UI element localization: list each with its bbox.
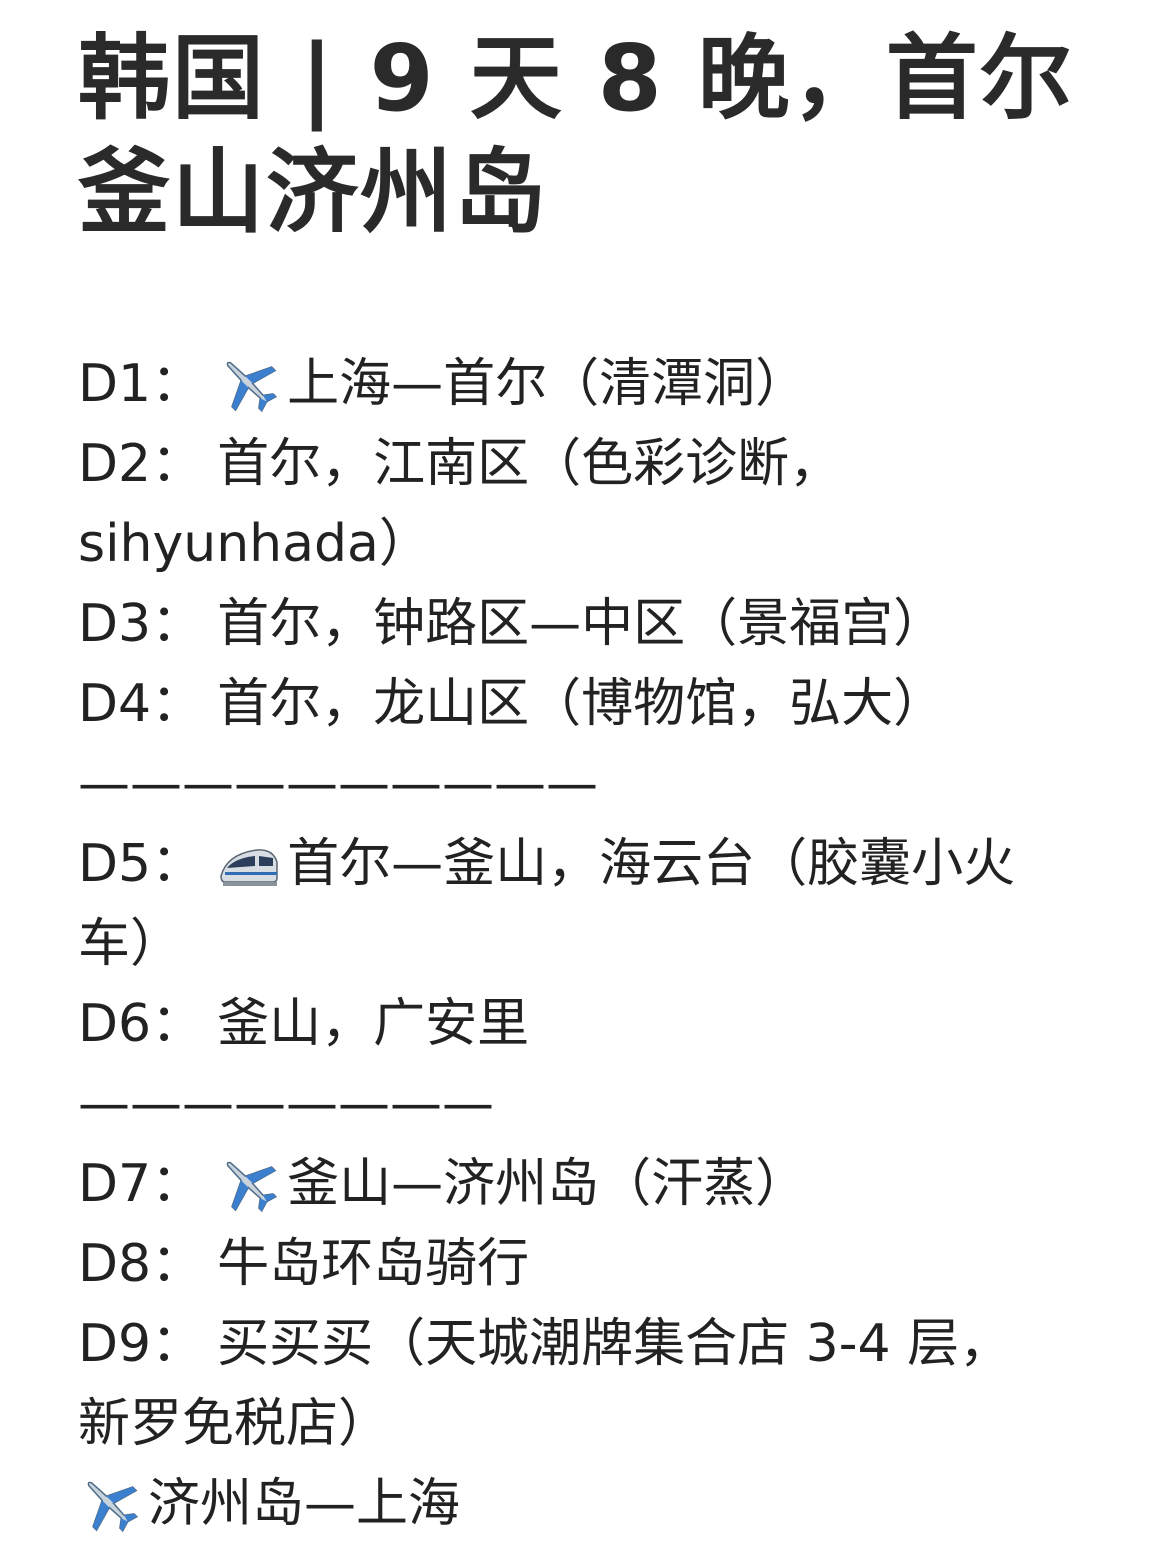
- itinerary-line-d6: D6： 釜山，广安里: [78, 984, 1118, 1064]
- high-speed-train-icon: [220, 849, 278, 886]
- itinerary-line-return: 济州岛—上海: [78, 1464, 1118, 1544]
- itinerary-line-d8: D8： 牛岛环岛骑行: [78, 1224, 1118, 1304]
- itinerary-text: 釜山，广安里: [217, 994, 530, 1054]
- itinerary-text: 牛岛环岛骑行: [217, 1234, 530, 1294]
- itinerary-text: 新罗免税店）: [78, 1394, 391, 1454]
- separator-line: ——————————: [78, 744, 1118, 824]
- itinerary-line-d7: D7： 釜山—济州岛（汗蒸）: [78, 1144, 1118, 1224]
- itinerary-text: 上海—首尔（清潭洞）: [287, 354, 808, 414]
- separator-line: ————————: [78, 1064, 1118, 1144]
- itinerary-text: sihyunhada）: [78, 514, 431, 574]
- itinerary-text: 首尔—釜山，海云台（胶囊小火: [287, 834, 1016, 894]
- itinerary-text: 釜山—济州岛（汗蒸）: [287, 1154, 808, 1214]
- day-label: D7：: [78, 1154, 204, 1214]
- separator-text: ————————: [78, 1074, 494, 1134]
- itinerary-line-d9: D9： 买买买（天城潮牌集合店 3-4 层，: [78, 1304, 1118, 1384]
- airplane-icon: [87, 1481, 139, 1533]
- itinerary-text: 首尔，龙山区（博物馆，弘大）: [217, 674, 946, 734]
- page-title: 韩国 | 9 天 8 晚，首尔釜山济州岛: [78, 25, 1074, 246]
- itinerary-line-d9-cont: 新罗免税店）: [78, 1384, 1118, 1464]
- itinerary-text: 车）: [78, 914, 183, 974]
- itinerary-text: 济州岛—上海: [148, 1474, 461, 1534]
- itinerary-line-d3: D3： 首尔，钟路区—中区（景福宫）: [78, 584, 1118, 664]
- itinerary-line-d5: D5： 首尔—釜山，海云台（胶囊小火: [78, 824, 1118, 904]
- itinerary-line-d2-cont: sihyunhada）: [78, 504, 1118, 584]
- itinerary: D1： 上海—首尔（清潭洞） D2： 首尔，江南区（色彩诊断， sihyunha…: [78, 344, 1118, 1544]
- separator-text: ——————————: [78, 754, 598, 814]
- day-label: D9：: [78, 1314, 204, 1374]
- day-label: D2：: [78, 434, 204, 494]
- itinerary-line-d5-cont: 车）: [78, 904, 1118, 984]
- itinerary-line-d4: D4： 首尔，龙山区（博物馆，弘大）: [78, 664, 1118, 744]
- day-label: D8：: [78, 1234, 204, 1294]
- day-label: D5：: [78, 834, 204, 894]
- airplane-icon: [226, 1161, 278, 1213]
- day-label: D4：: [78, 674, 204, 734]
- itinerary-line-d2: D2： 首尔，江南区（色彩诊断，: [78, 424, 1118, 504]
- itinerary-text: 买买买（天城潮牌集合店 3-4 层，: [217, 1314, 1012, 1374]
- itinerary-line-d1: D1： 上海—首尔（清潭洞）: [78, 344, 1118, 424]
- itinerary-text: 首尔，江南区（色彩诊断，: [217, 434, 842, 494]
- day-label: D1：: [78, 354, 204, 414]
- airplane-icon: [226, 361, 278, 413]
- itinerary-text: 首尔，钟路区—中区（景福宫）: [217, 594, 946, 654]
- day-label: D6：: [78, 994, 204, 1054]
- day-label: D3：: [78, 594, 204, 654]
